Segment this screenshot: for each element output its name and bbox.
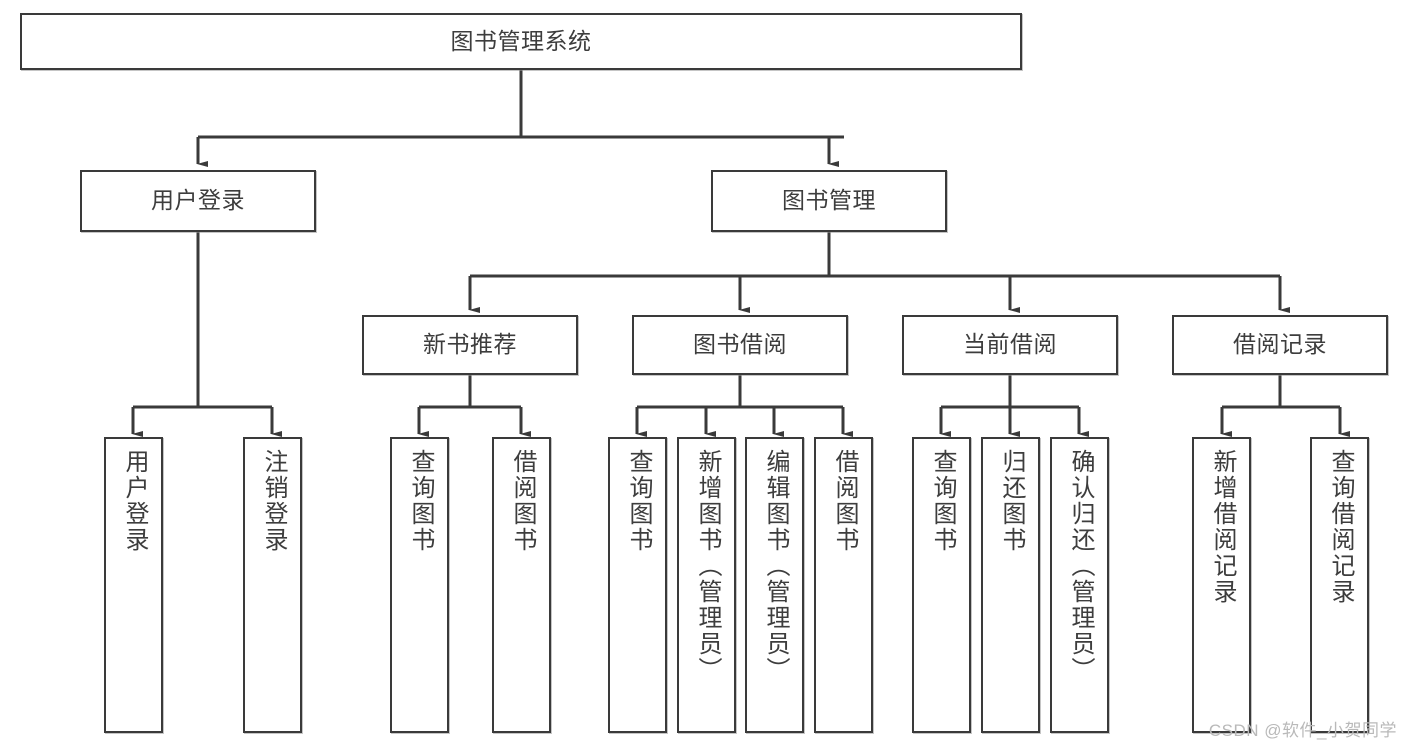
leaf-user-login-label: 用户登录 [120,449,148,553]
node-new-book-recommend-label: 新书推荐 [423,331,517,358]
leaf-current-confirm-return-label: 确认归还（管理员） [1066,449,1094,683]
node-current-borrow[interactable]: 当前借阅 [902,315,1118,375]
leaf-borrow-add-book[interactable]: 新增图书（管理员） [677,437,736,733]
leaf-borrow-borrow-book-label: 借阅图书 [830,449,858,553]
leaf-user-login[interactable]: 用户登录 [104,437,163,733]
node-root-label: 图书管理系统 [450,27,592,54]
leaf-record-query-label: 查询借阅记录 [1326,449,1354,605]
node-user-login-label: 用户登录 [151,187,245,214]
leaf-record-query[interactable]: 查询借阅记录 [1310,437,1369,733]
leaf-newbook-query-book-label: 查询图书 [406,449,434,553]
leaf-newbook-borrow-book-label: 借阅图书 [508,449,536,553]
leaf-borrow-add-book-label: 新增图书（管理员） [693,449,721,683]
leaf-current-query-book-label: 查询图书 [928,449,956,553]
node-root[interactable]: 图书管理系统 [20,13,1022,70]
node-book-borrow[interactable]: 图书借阅 [632,315,848,375]
leaf-current-query-book[interactable]: 查询图书 [912,437,971,733]
node-book-borrow-label: 图书借阅 [693,331,787,358]
node-new-book-recommend[interactable]: 新书推荐 [362,315,578,375]
leaf-borrow-edit-book[interactable]: 编辑图书（管理员） [745,437,804,733]
leaf-record-add-label: 新增借阅记录 [1208,449,1236,605]
leaf-borrow-edit-book-label: 编辑图书（管理员） [761,449,789,683]
node-borrow-record-label: 借阅记录 [1233,331,1327,358]
node-user-login[interactable]: 用户登录 [80,170,316,232]
node-borrow-record[interactable]: 借阅记录 [1172,315,1388,375]
leaf-borrow-query-book[interactable]: 查询图书 [608,437,667,733]
leaf-current-confirm-return[interactable]: 确认归还（管理员） [1050,437,1109,733]
leaf-newbook-borrow-book[interactable]: 借阅图书 [492,437,551,733]
leaf-current-return-book[interactable]: 归还图书 [981,437,1040,733]
leaf-borrow-query-book-label: 查询图书 [624,449,652,553]
node-book-management-label: 图书管理 [782,187,876,214]
leaf-record-add[interactable]: 新增借阅记录 [1192,437,1251,733]
leaf-borrow-borrow-book[interactable]: 借阅图书 [814,437,873,733]
leaf-current-return-book-label: 归还图书 [997,449,1025,553]
node-current-borrow-label: 当前借阅 [963,331,1057,358]
node-book-management[interactable]: 图书管理 [711,170,947,232]
leaf-logout[interactable]: 注销登录 [243,437,302,733]
leaf-logout-label: 注销登录 [259,449,287,553]
leaf-newbook-query-book[interactable]: 查询图书 [390,437,449,733]
